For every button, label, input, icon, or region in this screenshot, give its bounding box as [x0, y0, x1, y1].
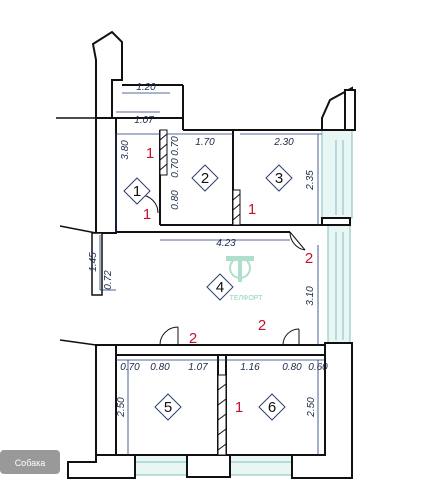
- partition-hatching: [159, 129, 241, 456]
- dim-1-07-bottom: 1.07: [188, 362, 208, 373]
- watermark-text: ТЕЛФОРТ: [230, 295, 264, 302]
- dim-1-16: 1.16: [240, 362, 260, 373]
- wall-mark-2-room1: 1: [146, 145, 154, 162]
- dim-0-70-a: 0.70: [170, 136, 181, 156]
- dim-3-80: 3.80: [120, 140, 131, 160]
- dimension-lines: [99, 92, 325, 455]
- wall-mark-1-bottom: 1: [235, 399, 243, 416]
- room-3-number: 3: [275, 170, 283, 187]
- door-swings: [139, 194, 306, 346]
- corner-badge-text: Собака: [15, 458, 46, 468]
- room-5-number: 5: [164, 399, 172, 416]
- wall-mark-2-left: 2: [189, 330, 197, 347]
- entrance-notch: [56, 117, 103, 346]
- dim-0-80-a: 0.80: [170, 190, 181, 210]
- wall-mark-2-right: 2: [258, 317, 266, 334]
- room-5-marker: [154, 393, 182, 421]
- room-markers: [123, 164, 293, 421]
- dim-0-70-b: 0.70: [170, 158, 181, 178]
- dim-3-10: 3.10: [305, 286, 316, 306]
- dim-1-20: 1.20: [136, 82, 156, 93]
- dim-2-35: 2.35: [305, 170, 316, 191]
- room-6-number: 6: [268, 399, 276, 416]
- dim-1-45: 1.45: [88, 252, 99, 272]
- room-1-marker: [123, 177, 151, 205]
- dim-0-60: 0.60: [308, 362, 328, 373]
- dim-1-07-top: 1.07: [134, 115, 154, 126]
- room-4-marker: [206, 273, 234, 301]
- dim-2-50-left: 2.50: [116, 397, 127, 418]
- dim-0-80-b: 0.80: [150, 362, 170, 373]
- room-6-marker: [258, 393, 286, 421]
- room-3-marker: [265, 164, 293, 192]
- dim-0-80-c: 0.80: [282, 362, 302, 373]
- wall-mark-1-room3: 1: [248, 201, 256, 218]
- room-2-number: 2: [201, 170, 209, 187]
- room-2-marker: [191, 164, 219, 192]
- telfort-watermark-logo: [226, 256, 254, 282]
- room-1-number: 1: [133, 183, 141, 200]
- dim-2-30: 2.30: [273, 137, 294, 148]
- corner-badge: Собака: [0, 450, 60, 474]
- wall-mark-2-door: 2: [305, 250, 313, 267]
- dim-4-23: 4.23: [216, 238, 236, 249]
- dim-0-72: 0.72: [103, 270, 114, 290]
- exterior-walls: [67, 30, 356, 479]
- dim-1-70: 1.70: [195, 137, 215, 148]
- balcony-glazing: [134, 129, 353, 476]
- dim-0-70-c: 0.70: [120, 362, 140, 373]
- room-4-number: 4: [216, 279, 224, 296]
- wall-mark-1-room1: 1: [143, 206, 151, 223]
- dim-2-50-right: 2.50: [306, 397, 317, 418]
